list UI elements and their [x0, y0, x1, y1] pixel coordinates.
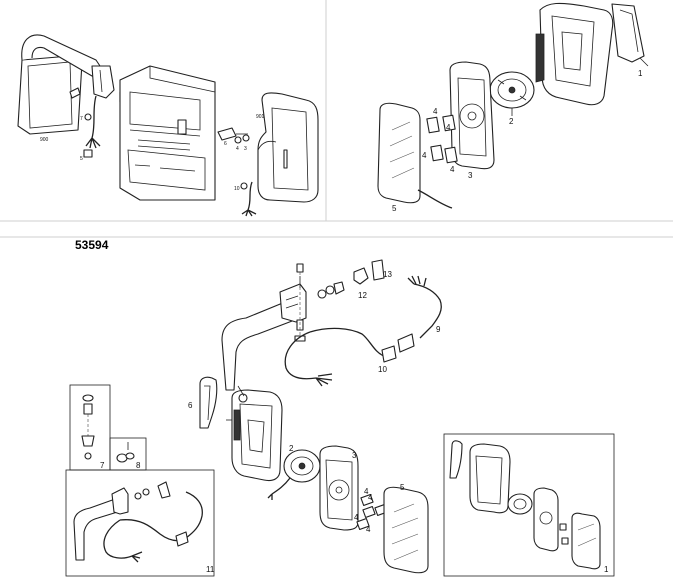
- inset-1: 1: [443, 433, 615, 577]
- callout-900: 900: [40, 137, 49, 143]
- arm-hardware: 12 13: [317, 259, 392, 300]
- clips-main: 4 4 4 4: [354, 487, 388, 534]
- callout-5-top: 5: [80, 156, 83, 162]
- callout-9: 11: [206, 565, 215, 574]
- callout-4c-top: 4: [446, 123, 451, 132]
- overview-left-mirror: 900 7 5: [17, 34, 129, 162]
- overview-truck-cab: [119, 65, 216, 201]
- top-backing-plate: 3: [449, 61, 495, 180]
- mirror-glass-main: 5: [383, 483, 429, 574]
- callout-4-top: 4: [236, 146, 239, 152]
- overview-right-mirror: 6 4 3 901 10: [217, 92, 319, 217]
- callout-7-top: 7: [80, 116, 83, 122]
- callout-6: 6: [188, 401, 193, 410]
- callout-10-top: 10: [234, 186, 240, 192]
- callout-4d-top: 4: [450, 165, 455, 174]
- callout-3-top: 3: [244, 146, 247, 152]
- callout-6-top: 6: [224, 141, 227, 147]
- callout-8: 8: [136, 461, 141, 470]
- section-code: 53594: [75, 238, 109, 252]
- callout-4c: 4: [366, 525, 371, 534]
- callout-3: 3: [352, 451, 357, 460]
- callout-4d: 4: [368, 493, 373, 502]
- top-motor-exploded: 2: [489, 71, 535, 126]
- callout-2-top: 2: [509, 117, 514, 126]
- callout-1: 1: [604, 565, 609, 574]
- callout-10: 12: [358, 291, 367, 300]
- callout-7: 7: [100, 461, 105, 470]
- callout-1-top: 1: [638, 69, 643, 78]
- callout-4a-top: 4: [433, 107, 438, 116]
- callout-4a: 4: [364, 487, 369, 496]
- callout-901: 901: [256, 114, 265, 120]
- callout-4b-top: 4: [422, 151, 427, 160]
- callout-13: 10: [378, 365, 387, 374]
- wiring-harness-12: 9: [397, 275, 442, 353]
- mirror-housing-main: [226, 385, 283, 482]
- inset-8: 8: [109, 437, 147, 471]
- callout-11: 13: [383, 270, 392, 279]
- top-mirror-glass: 5: [377, 102, 453, 213]
- wiring-harness-13: 10: [284, 327, 397, 387]
- callout-12: 9: [436, 325, 441, 334]
- top-housing-exploded: 1: [535, 2, 649, 106]
- mirror-arm: [221, 263, 307, 391]
- callout-3-top-right: 3: [468, 171, 473, 180]
- inset-7: 7: [69, 384, 111, 471]
- top-clips: 4 4 4 4: [422, 107, 458, 174]
- callout-2: 2: [289, 444, 294, 453]
- inset-9: 11: [65, 469, 215, 577]
- callout-5: 5: [400, 483, 405, 492]
- callout-4b: 4: [354, 513, 359, 522]
- backing-plate-main: 3: [319, 445, 359, 531]
- mirror-cover-6: 6: [188, 376, 218, 429]
- callout-5-top-right: 5: [392, 204, 397, 213]
